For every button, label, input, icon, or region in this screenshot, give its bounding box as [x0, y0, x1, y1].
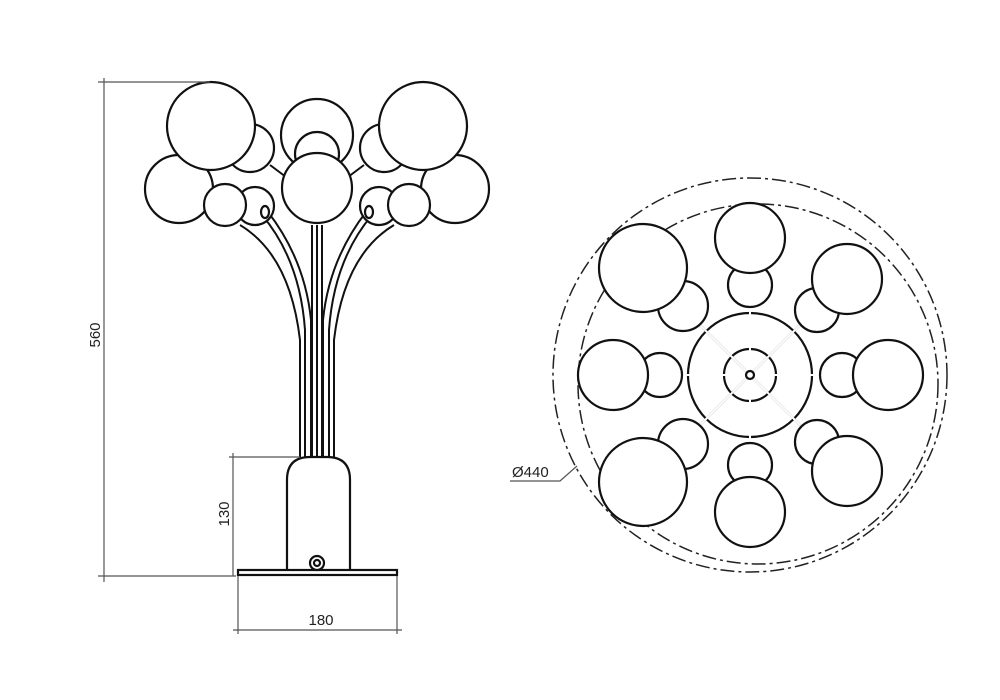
globe	[713, 475, 787, 549]
dimension-base-width: 180	[233, 576, 402, 634]
dimension-base-height: 130	[216, 453, 300, 576]
base-body	[285, 455, 352, 573]
globe	[377, 80, 469, 172]
dimension-diameter: Ø440	[510, 464, 578, 482]
globe	[165, 80, 257, 172]
spokes	[680, 305, 820, 445]
globe	[851, 338, 925, 412]
globe	[280, 151, 354, 225]
base-width-label: 180	[308, 612, 333, 629]
outer-diameter-circle	[552, 177, 948, 573]
inner-reach-circle	[577, 203, 939, 565]
globe	[576, 338, 650, 412]
globe	[713, 201, 787, 275]
height-label: 560	[87, 322, 104, 347]
stem-bundle	[239, 164, 395, 457]
switch-knob-center	[312, 558, 322, 568]
side-view: 560 130 180	[87, 78, 491, 634]
socket	[363, 204, 375, 220]
diameter-label: Ø440	[512, 464, 549, 481]
hub-center	[744, 369, 756, 381]
base-height-label: 130	[216, 501, 233, 526]
globe	[597, 222, 689, 314]
globe	[810, 434, 884, 508]
globe	[597, 436, 689, 528]
globe	[386, 182, 432, 228]
globe	[810, 242, 884, 316]
top-view: Ø440	[510, 177, 948, 573]
socket	[259, 204, 271, 220]
globe	[202, 182, 248, 228]
dimension-height: 560	[87, 78, 236, 582]
